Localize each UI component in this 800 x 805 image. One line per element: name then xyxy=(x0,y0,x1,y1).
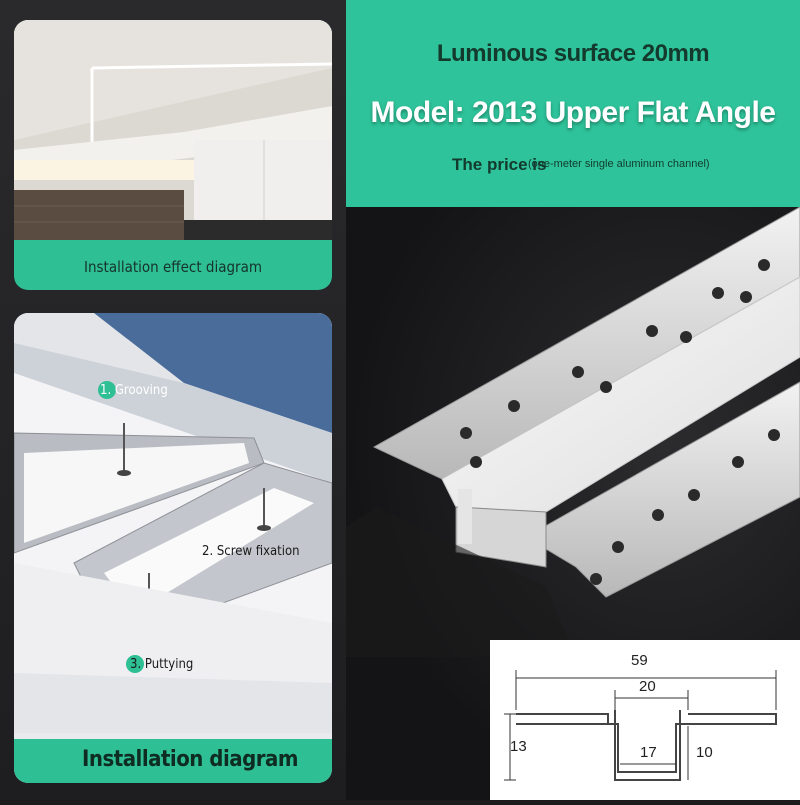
installation-effect-caption: Installation effect diagram xyxy=(83,258,263,276)
header-panel: Luminous surface 20mm Model: 2013 Upper … xyxy=(346,0,800,207)
step-3-label: 3. Puttying xyxy=(130,657,194,672)
price-label: The price is xyxy=(452,155,547,174)
installation-scene xyxy=(14,313,332,733)
dimension-luminous-width: 20 xyxy=(639,678,656,695)
step-3-marker xyxy=(126,655,144,673)
step-1-label: 1. Grooving xyxy=(100,383,168,398)
luminous-surface-subtitle: Luminous surface 20mm xyxy=(436,40,710,67)
step-2-label: 2. Screw fixation xyxy=(202,544,300,559)
dimension-overall-width: 59 xyxy=(631,652,648,669)
installation-diagram-caption-bar: Installation diagram xyxy=(14,739,332,783)
profile-cross-section xyxy=(504,670,777,781)
dimension-inner-depth: 10 xyxy=(696,744,713,761)
aluminum-channel-render xyxy=(346,207,800,657)
dimension-channel-width: 17 xyxy=(640,744,657,761)
step-1-marker xyxy=(98,381,116,399)
dimension-height: 13 xyxy=(510,738,527,755)
installation-effect-photo xyxy=(14,20,332,240)
installation-diagram-caption: Installation diagram xyxy=(82,747,299,772)
dimension-drawing: 59 20 13 10 17 xyxy=(490,640,800,800)
model-title: Model: 2013 Upper Flat Angle xyxy=(370,96,776,129)
installation-effect-card: Installation effect diagram xyxy=(14,20,332,290)
installation-diagram-card: 1. Grooving 2. Screw fixation 3. Puttyin… xyxy=(14,313,332,783)
price-note: (one-meter single aluminum channel) xyxy=(528,158,710,170)
